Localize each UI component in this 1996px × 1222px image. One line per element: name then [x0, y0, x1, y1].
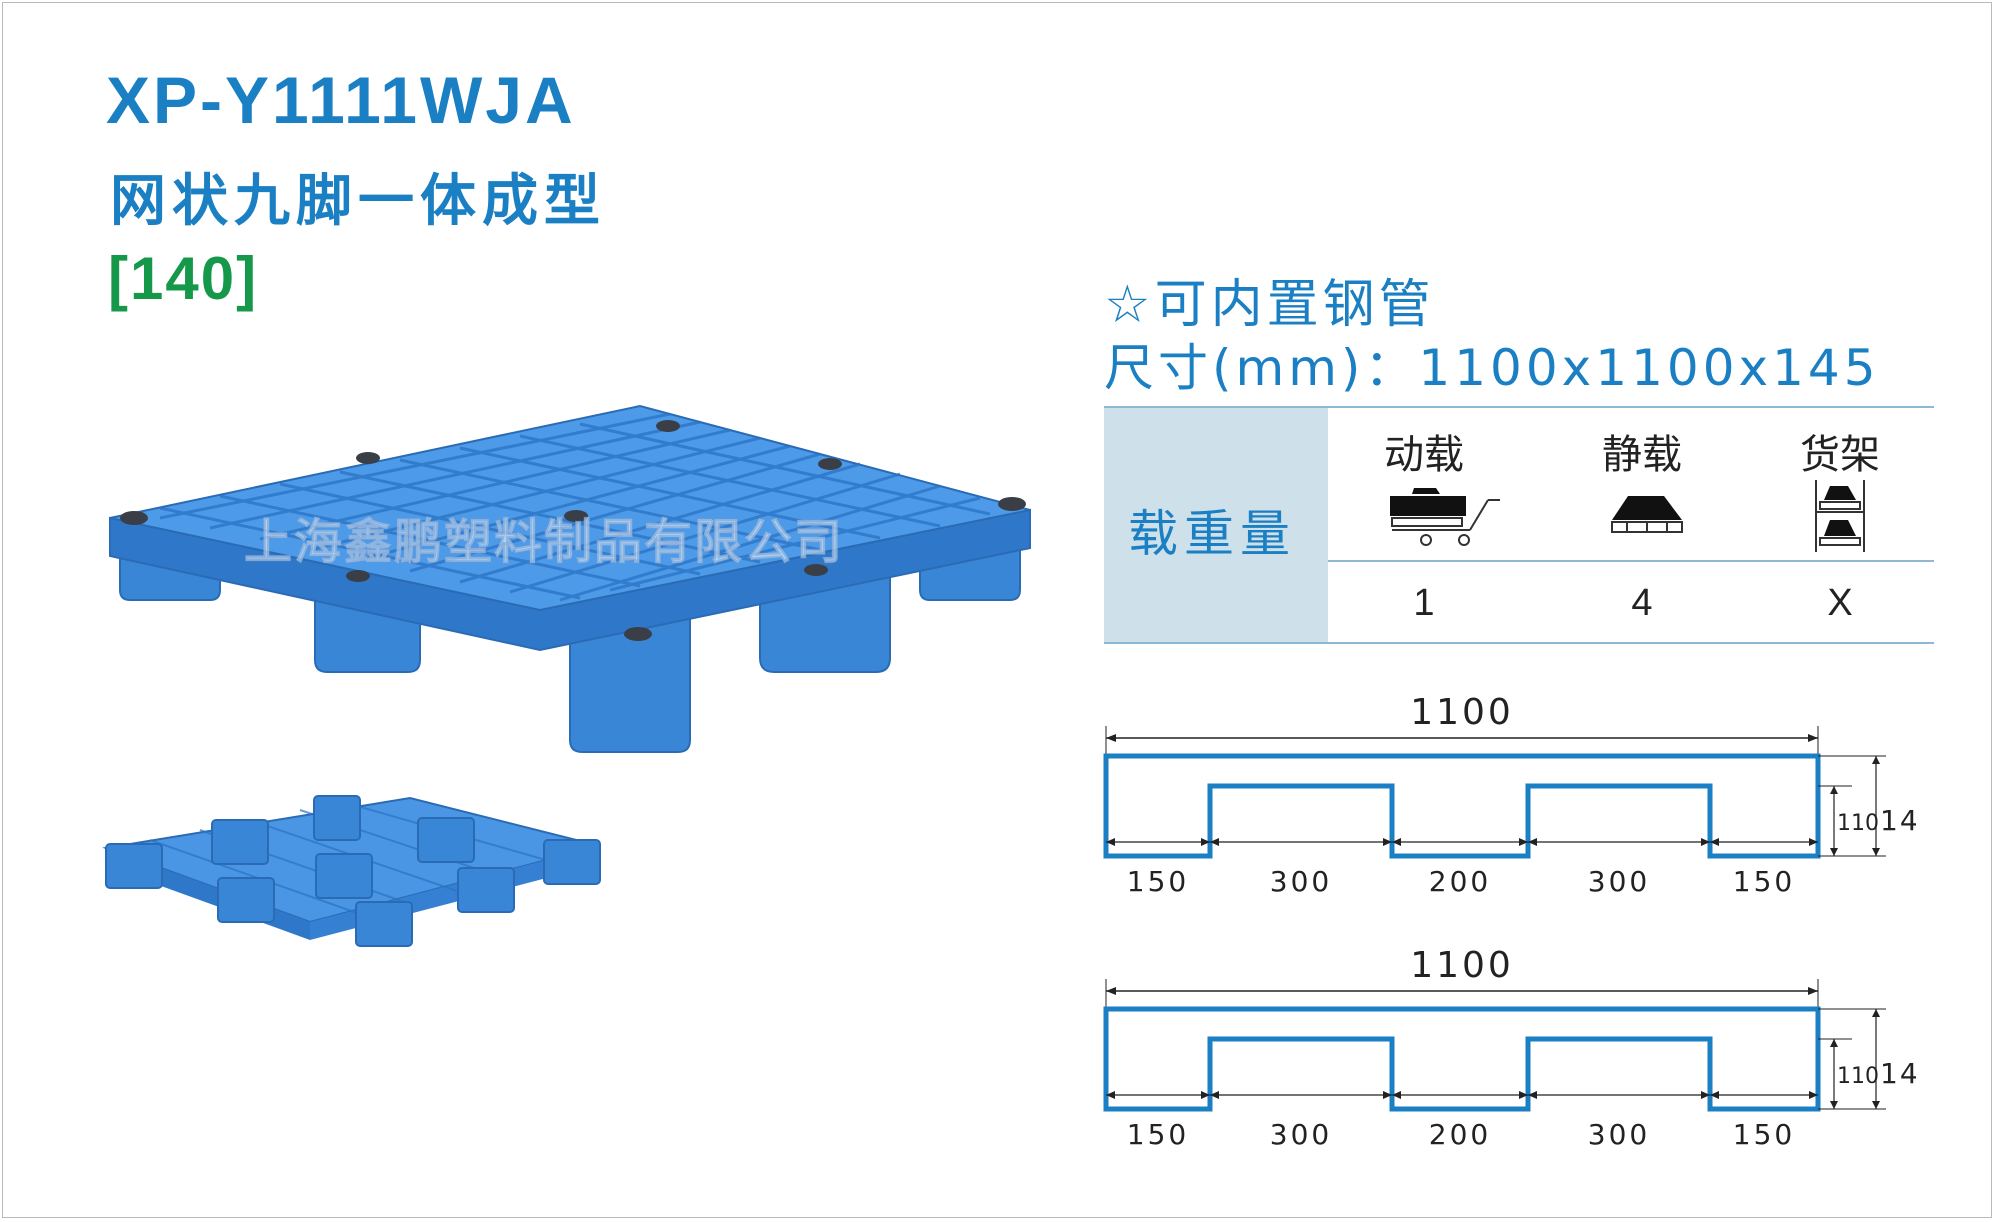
feature-text: ☆可内置钢管 [1104, 275, 1435, 335]
diagram2-total-height: 145 [1880, 1057, 1916, 1090]
diagram2-seg-5: 150 [1733, 1118, 1795, 1151]
diagram1-seg-2: 300 [1270, 865, 1332, 898]
diagram1-seg-5: 150 [1733, 865, 1795, 898]
diagram2-inner-height: 110 [1837, 1064, 1879, 1089]
col-value-static: 4 [1631, 582, 1653, 624]
col-value-rack: X [1827, 582, 1853, 624]
diagram2-seg-4: 300 [1588, 1118, 1650, 1151]
dimension-diagram-1: 1100 150 300 200 300 150 110 145 [1103, 692, 1916, 898]
diagram1-seg-4: 300 [1588, 865, 1650, 898]
pallet-top-image [109, 404, 1031, 753]
diagram1-seg-1: 150 [1127, 865, 1189, 898]
load-header-label: 载重量 [1128, 505, 1296, 563]
diagram1-total-length: 1100 [1410, 692, 1514, 733]
pallet-bottom-image [102, 795, 601, 947]
forklift-load-icon [1390, 488, 1500, 546]
diagram1-seg-3: 200 [1429, 865, 1491, 898]
table-bottom-line [1104, 642, 1934, 644]
dimension-diagram-2: 1100 150 300 200 300 150 110 145 [1103, 945, 1916, 1151]
col-label-dynamic: 动载 [1384, 432, 1464, 478]
product-name: 网状九脚一体成型 [110, 169, 606, 234]
diagram2-seg-1: 150 [1127, 1118, 1189, 1151]
load-capacity-table: 载重量 动载 静载 货架 1 4 X [1104, 406, 1934, 644]
company-watermark: 上海鑫鹏塑料制品有限公司 [243, 514, 845, 571]
diagram1-total-height: 145 [1880, 804, 1916, 837]
product-model: XP-Y1111WJA [106, 63, 576, 137]
diagram2-seg-2: 300 [1270, 1118, 1332, 1151]
size-text: 尺寸(mm)：1100x1100x145 [1104, 339, 1880, 397]
diagram2-seg-3: 200 [1429, 1118, 1491, 1151]
product-code: [140] [108, 245, 259, 312]
diagram1-inner-height: 110 [1837, 811, 1879, 836]
col-value-dynamic: 1 [1413, 582, 1435, 624]
static-load-icon [1611, 496, 1683, 533]
load-table-header: 载重量 [1104, 406, 1328, 644]
col-label-static: 静载 [1602, 432, 1682, 478]
rack-load-icon [1815, 480, 1865, 552]
table-mid-line [1328, 560, 1934, 562]
col-label-rack: 货架 [1800, 432, 1880, 478]
table-top-line [1104, 406, 1934, 408]
diagram2-total-length: 1100 [1410, 945, 1514, 986]
